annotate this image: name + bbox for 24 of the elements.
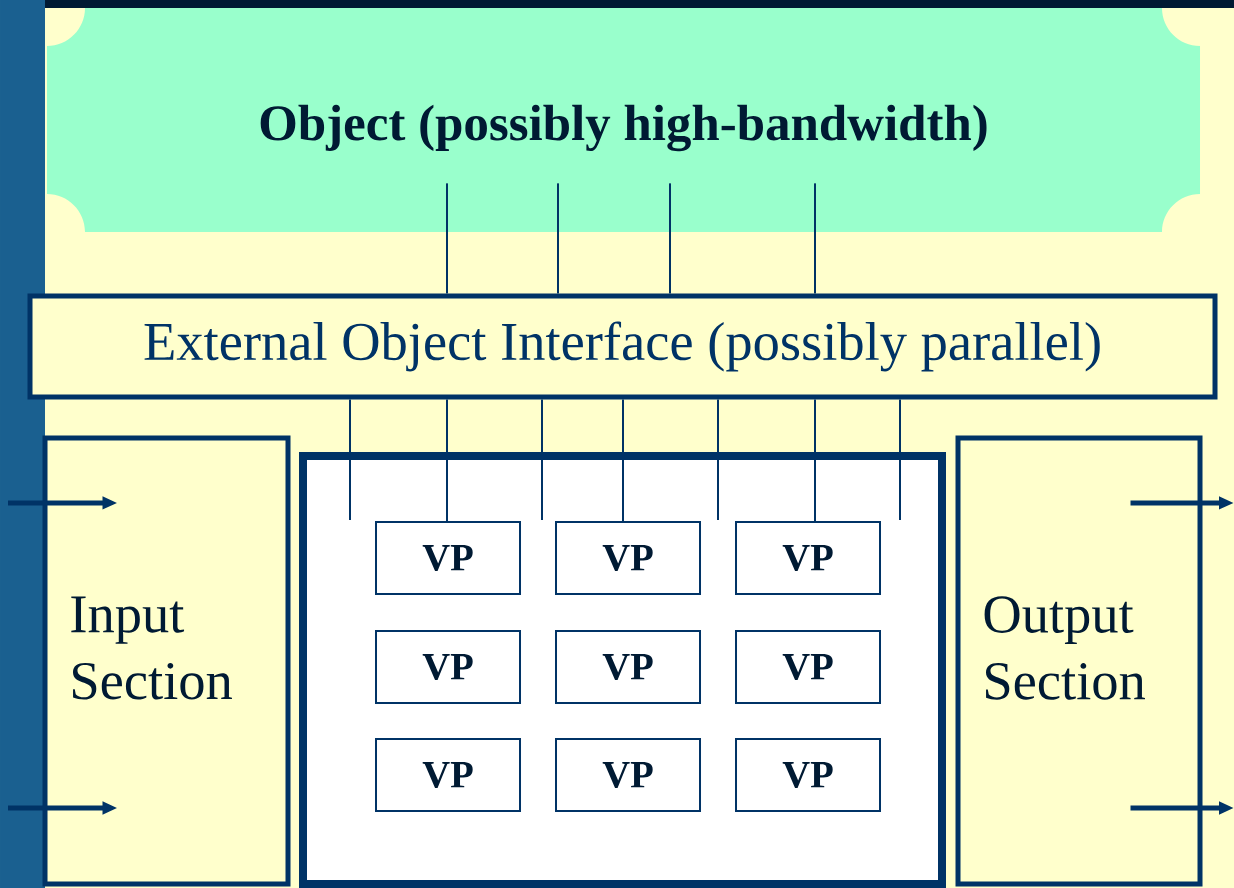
connector-line — [717, 398, 719, 521]
connector-line — [622, 398, 624, 522]
processor-box: VP — [555, 521, 701, 595]
section-box: Input Section — [42, 435, 291, 887]
section-box: Output Section — [955, 435, 1203, 887]
processor-box: VP — [735, 630, 881, 704]
connector-line — [814, 182, 816, 295]
processor-box: VP — [555, 630, 701, 704]
processor-box: VP — [555, 738, 701, 812]
processor-box: VP — [735, 738, 881, 812]
connector-line — [899, 398, 901, 521]
connector-line — [541, 398, 543, 521]
connector-line — [557, 182, 559, 295]
connector-line — [446, 182, 448, 295]
connector-line — [349, 398, 351, 521]
connector-line — [669, 182, 671, 295]
connector-line — [446, 398, 448, 522]
processor-box: VP — [375, 521, 521, 595]
object-banner: Object (possibly high-bandwidth) — [47, 8, 1200, 232]
processor-box: VP — [375, 738, 521, 812]
processor-box: VP — [375, 630, 521, 704]
processor-box: VP — [735, 521, 881, 595]
interface-box: External Object Interface (possibly parallel) — [27, 293, 1218, 400]
connector-line — [814, 398, 816, 522]
